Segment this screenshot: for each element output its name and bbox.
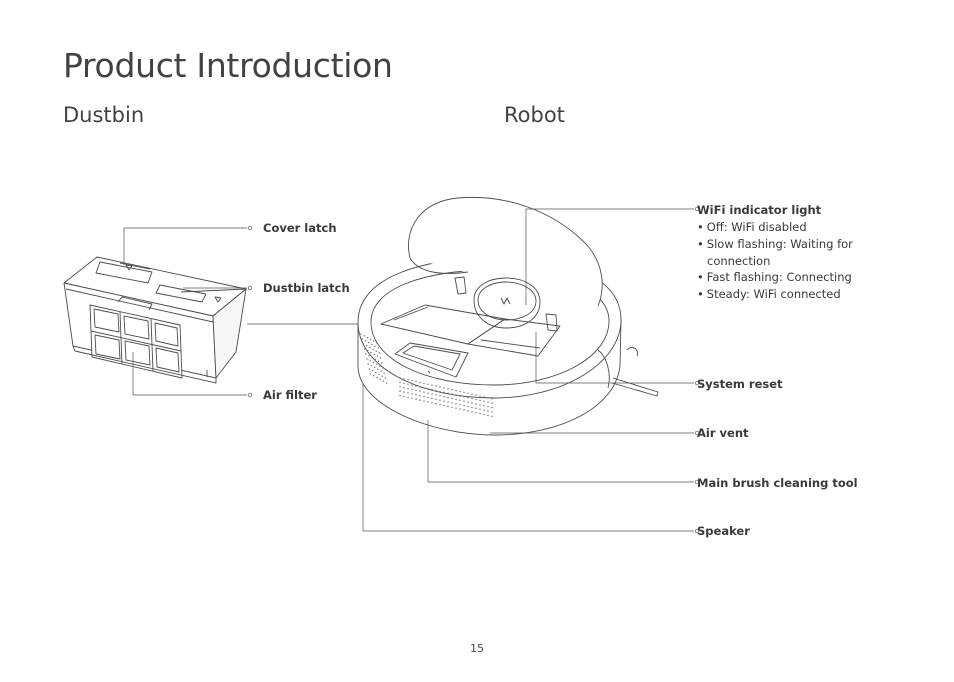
main-brush-tool-label: Main brush cleaning tool [697,476,858,490]
page-title: Product Introduction [63,46,393,85]
wifi-state-item: •Slow flashing: Waiting for [697,236,853,251]
speaker-label: Speaker [697,524,750,538]
robot-leader-lines [362,206,700,534]
system-reset-label: System reset [697,377,783,391]
wifi-states-list: •Off: WiFi disabled •Slow flashing: Wait… [697,219,853,303]
robot-heading: Robot [504,103,565,127]
cover-latch-label: Cover latch [263,221,337,235]
robot-illustration [357,196,659,436]
speaker-grille [360,333,388,384]
wifi-state-item: •Steady: WiFi connected [697,287,841,302]
air-vent-grille [399,377,493,417]
wifi-state-continuation: connection [707,253,771,268]
wifi-state-item: •Off: WiFi disabled [697,220,807,234]
dustbin-leader-lines [123,225,364,398]
dustbin-latch-label: Dustbin latch [263,281,350,295]
air-filter-label: Air filter [263,388,317,402]
wifi-state-item: •Fast flashing: Connecting [697,270,852,285]
dustbin-illustration [63,256,247,384]
air-vent-label: Air vent [697,426,749,440]
page-number: 15 [470,642,484,655]
dustbin-heading: Dustbin [63,103,145,127]
wifi-indicator-label: WiFi indicator light [697,203,822,217]
